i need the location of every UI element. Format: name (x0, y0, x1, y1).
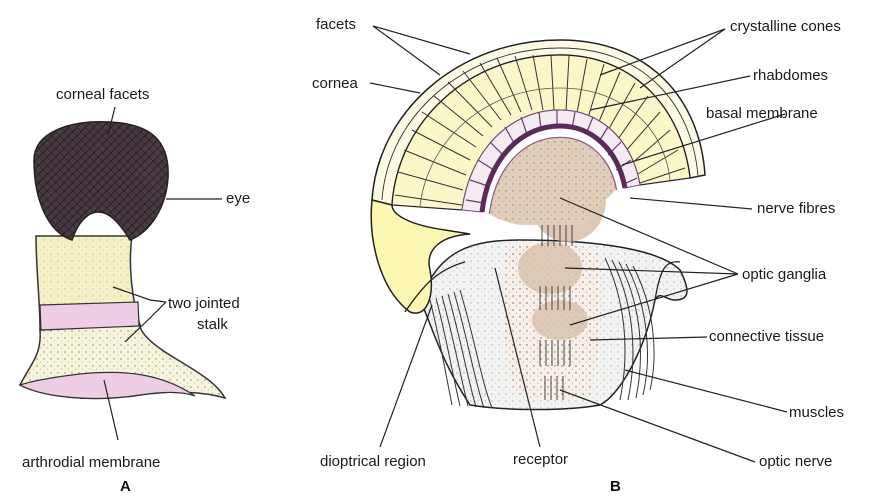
label-dioptrical-region: dioptrical region (320, 453, 426, 471)
figure-b-caption: B (610, 478, 621, 495)
label-optic-ganglia: optic ganglia (742, 266, 826, 284)
label-eye: eye (226, 190, 250, 208)
label-two-jointed: two jointed (168, 294, 240, 314)
label-nerve-fibres: nerve fibres (757, 200, 835, 218)
label-stalk: stalk (197, 315, 228, 335)
label-connective-tissue: connective tissue (709, 328, 824, 346)
label-receptor: receptor (513, 451, 568, 469)
label-crystalline-cones: crystalline cones (730, 18, 841, 36)
label-facets: facets (316, 16, 356, 34)
label-rhabdomes: rhabdomes (753, 67, 828, 85)
figure-a (20, 107, 225, 440)
label-corneal-facets: corneal facets (56, 86, 149, 104)
figure-a-caption: A (120, 478, 131, 495)
figure-b (370, 26, 787, 462)
label-arthrodial-membrane: arthrodial membrane (22, 454, 160, 472)
label-optic-nerve: optic nerve (759, 453, 832, 471)
label-muscles: muscles (789, 404, 844, 422)
stalk-joint-band (40, 302, 139, 330)
label-cornea: cornea (312, 75, 358, 93)
label-basal-membrane: basal membrane (706, 105, 818, 123)
